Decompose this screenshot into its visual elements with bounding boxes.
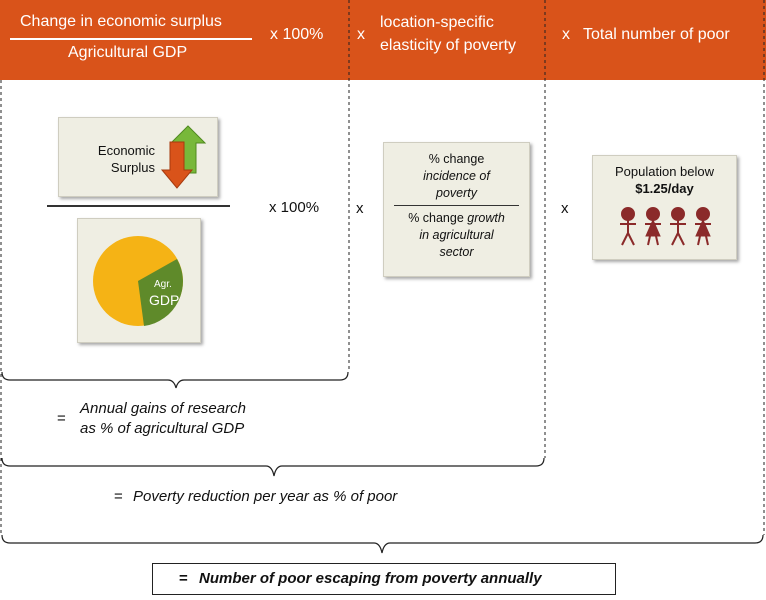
result1-equals: = <box>57 410 66 427</box>
agricultural-gdp-card: Agr. GDP <box>77 218 201 343</box>
up-down-arrows-icon <box>160 125 207 189</box>
body-times-1: x <box>356 200 364 217</box>
elasticity-fraction-line <box>394 205 519 207</box>
economic-surplus-card: Economic Surplus <box>58 117 218 197</box>
result2-text: Poverty reduction per year as % of poor <box>133 488 398 505</box>
header-band <box>0 0 766 80</box>
header-denominator: Agricultural GDP <box>68 44 188 61</box>
header-elasticity-line1: location-specific <box>380 14 494 31</box>
gdp-pie-icon <box>93 236 183 326</box>
gdp-pie-label-large: GDP <box>149 292 180 308</box>
person-icon-2 <box>645 207 661 246</box>
header-numerator: Change in economic surplus <box>20 13 222 30</box>
header-elasticity-line2: elasticity of poverty <box>380 37 517 54</box>
elasticity-numerator-line2: incidence of <box>423 169 490 183</box>
brace-2 <box>1 457 545 477</box>
final-result-box: = Number of poor escaping from poverty a… <box>152 563 616 595</box>
header-times-1: x <box>357 26 365 43</box>
body-fraction-line <box>47 205 230 207</box>
elasticity-numerator-line3: poverty <box>436 186 477 200</box>
elasticity-numerator-line1: % change <box>428 152 485 166</box>
elasticity-denominator-line3: sector <box>439 245 474 260</box>
person-icon-1 <box>620 207 636 246</box>
result2-equals: = <box>114 488 123 505</box>
header-fraction-line <box>10 38 252 40</box>
population-label-line2: $1.25/day <box>635 181 694 196</box>
result1-text: Annual gains of research as % of agricul… <box>80 399 246 439</box>
result3-text: Number of poor escaping from poverty ann… <box>199 570 542 587</box>
body-times-2: x <box>561 200 569 217</box>
brace-3 <box>1 534 764 554</box>
result1-line1: Annual gains of research <box>80 400 246 417</box>
population-label-line1: Population below <box>614 164 715 179</box>
elasticity-denominator-plain: % change <box>408 211 468 226</box>
header-total-poor: Total number of poor <box>583 26 730 43</box>
result1-line2: as % of agricultural GDP <box>80 420 245 437</box>
population-card: Population below $1.25/day <box>592 155 737 260</box>
gdp-pie-label-small: Agr. <box>154 279 172 290</box>
result3-equals: = <box>179 570 188 587</box>
person-icon-4 <box>695 207 711 246</box>
people-figures-icon <box>620 207 711 246</box>
header-times-100: x 100% <box>270 26 324 43</box>
elasticity-denominator-line2: in agricultural <box>419 228 494 243</box>
elasticity-card: % change incidence of poverty % change g… <box>383 142 530 277</box>
brace-1 <box>1 371 349 389</box>
surplus-label-line2: Surplus <box>110 160 155 175</box>
body-times-100: x 100% <box>269 199 320 216</box>
header-times-2: x <box>562 26 570 43</box>
person-icon-3 <box>670 207 686 246</box>
elasticity-denominator-italic: growth <box>467 211 505 226</box>
surplus-label-line1: Economic <box>97 143 155 158</box>
